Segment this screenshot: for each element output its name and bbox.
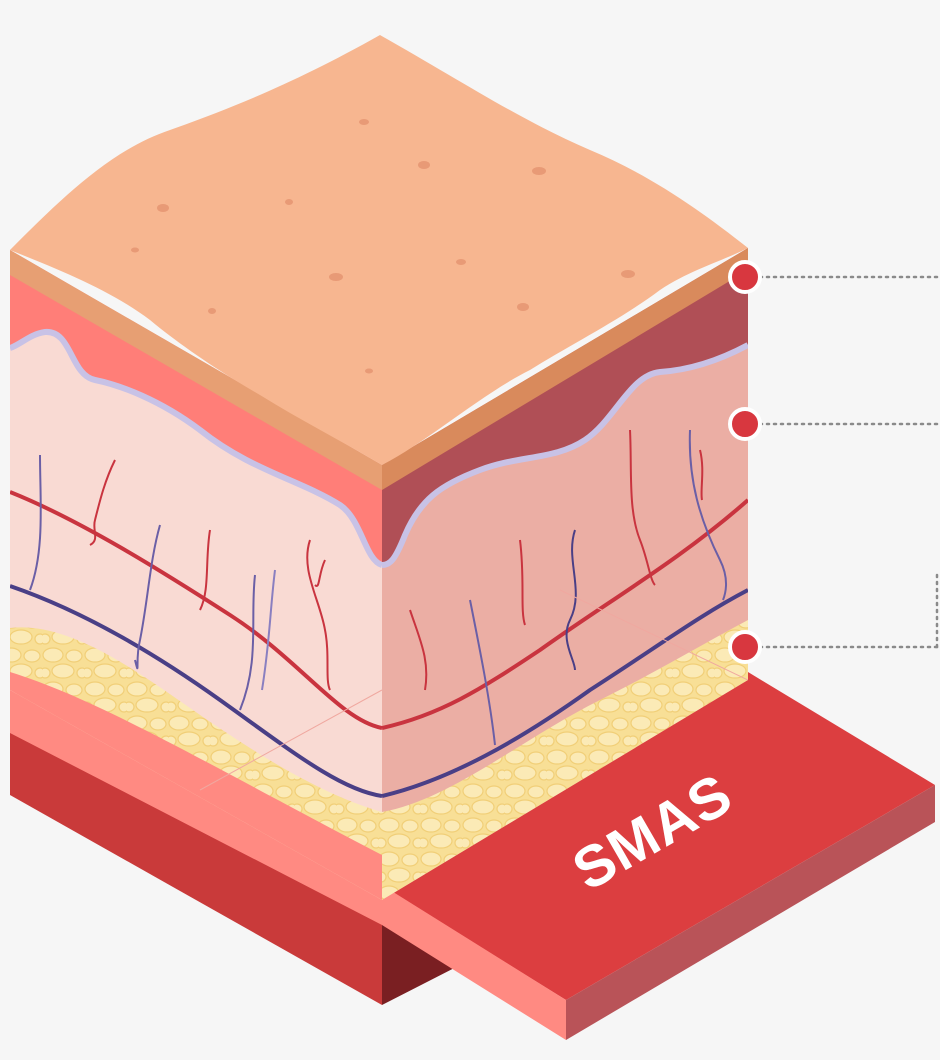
artery-front: [10, 490, 382, 730]
vein-side: [382, 588, 748, 798]
smas-slab-front: [10, 690, 566, 1040]
vein-front: [10, 584, 382, 798]
smas-slab-side: [566, 785, 935, 1040]
epidermis-side: [382, 248, 748, 565]
smas-slab: SMAS: [10, 672, 935, 1040]
skin-top: [10, 35, 748, 465]
capillaries-side: [409, 429, 727, 746]
capillaries-front: [29, 454, 331, 711]
fat-layer-side: [382, 620, 748, 900]
skin-surface: [10, 35, 748, 490]
fat-layer-marker[interactable]: [728, 630, 762, 664]
skin-surface-marker[interactable]: [728, 260, 762, 294]
membrane-front: [10, 329, 382, 568]
dermis-marker[interactable]: [728, 407, 762, 441]
skin-pores: [131, 119, 635, 374]
skin-edge-side: [382, 248, 748, 490]
fat-layer-front-lower: [10, 672, 382, 900]
smas-slab-top: [380, 672, 935, 1000]
annotation-markers: [728, 260, 940, 664]
artery-side: [382, 498, 748, 730]
membrane-side: [382, 342, 748, 568]
skin-edge-front: [10, 250, 382, 490]
